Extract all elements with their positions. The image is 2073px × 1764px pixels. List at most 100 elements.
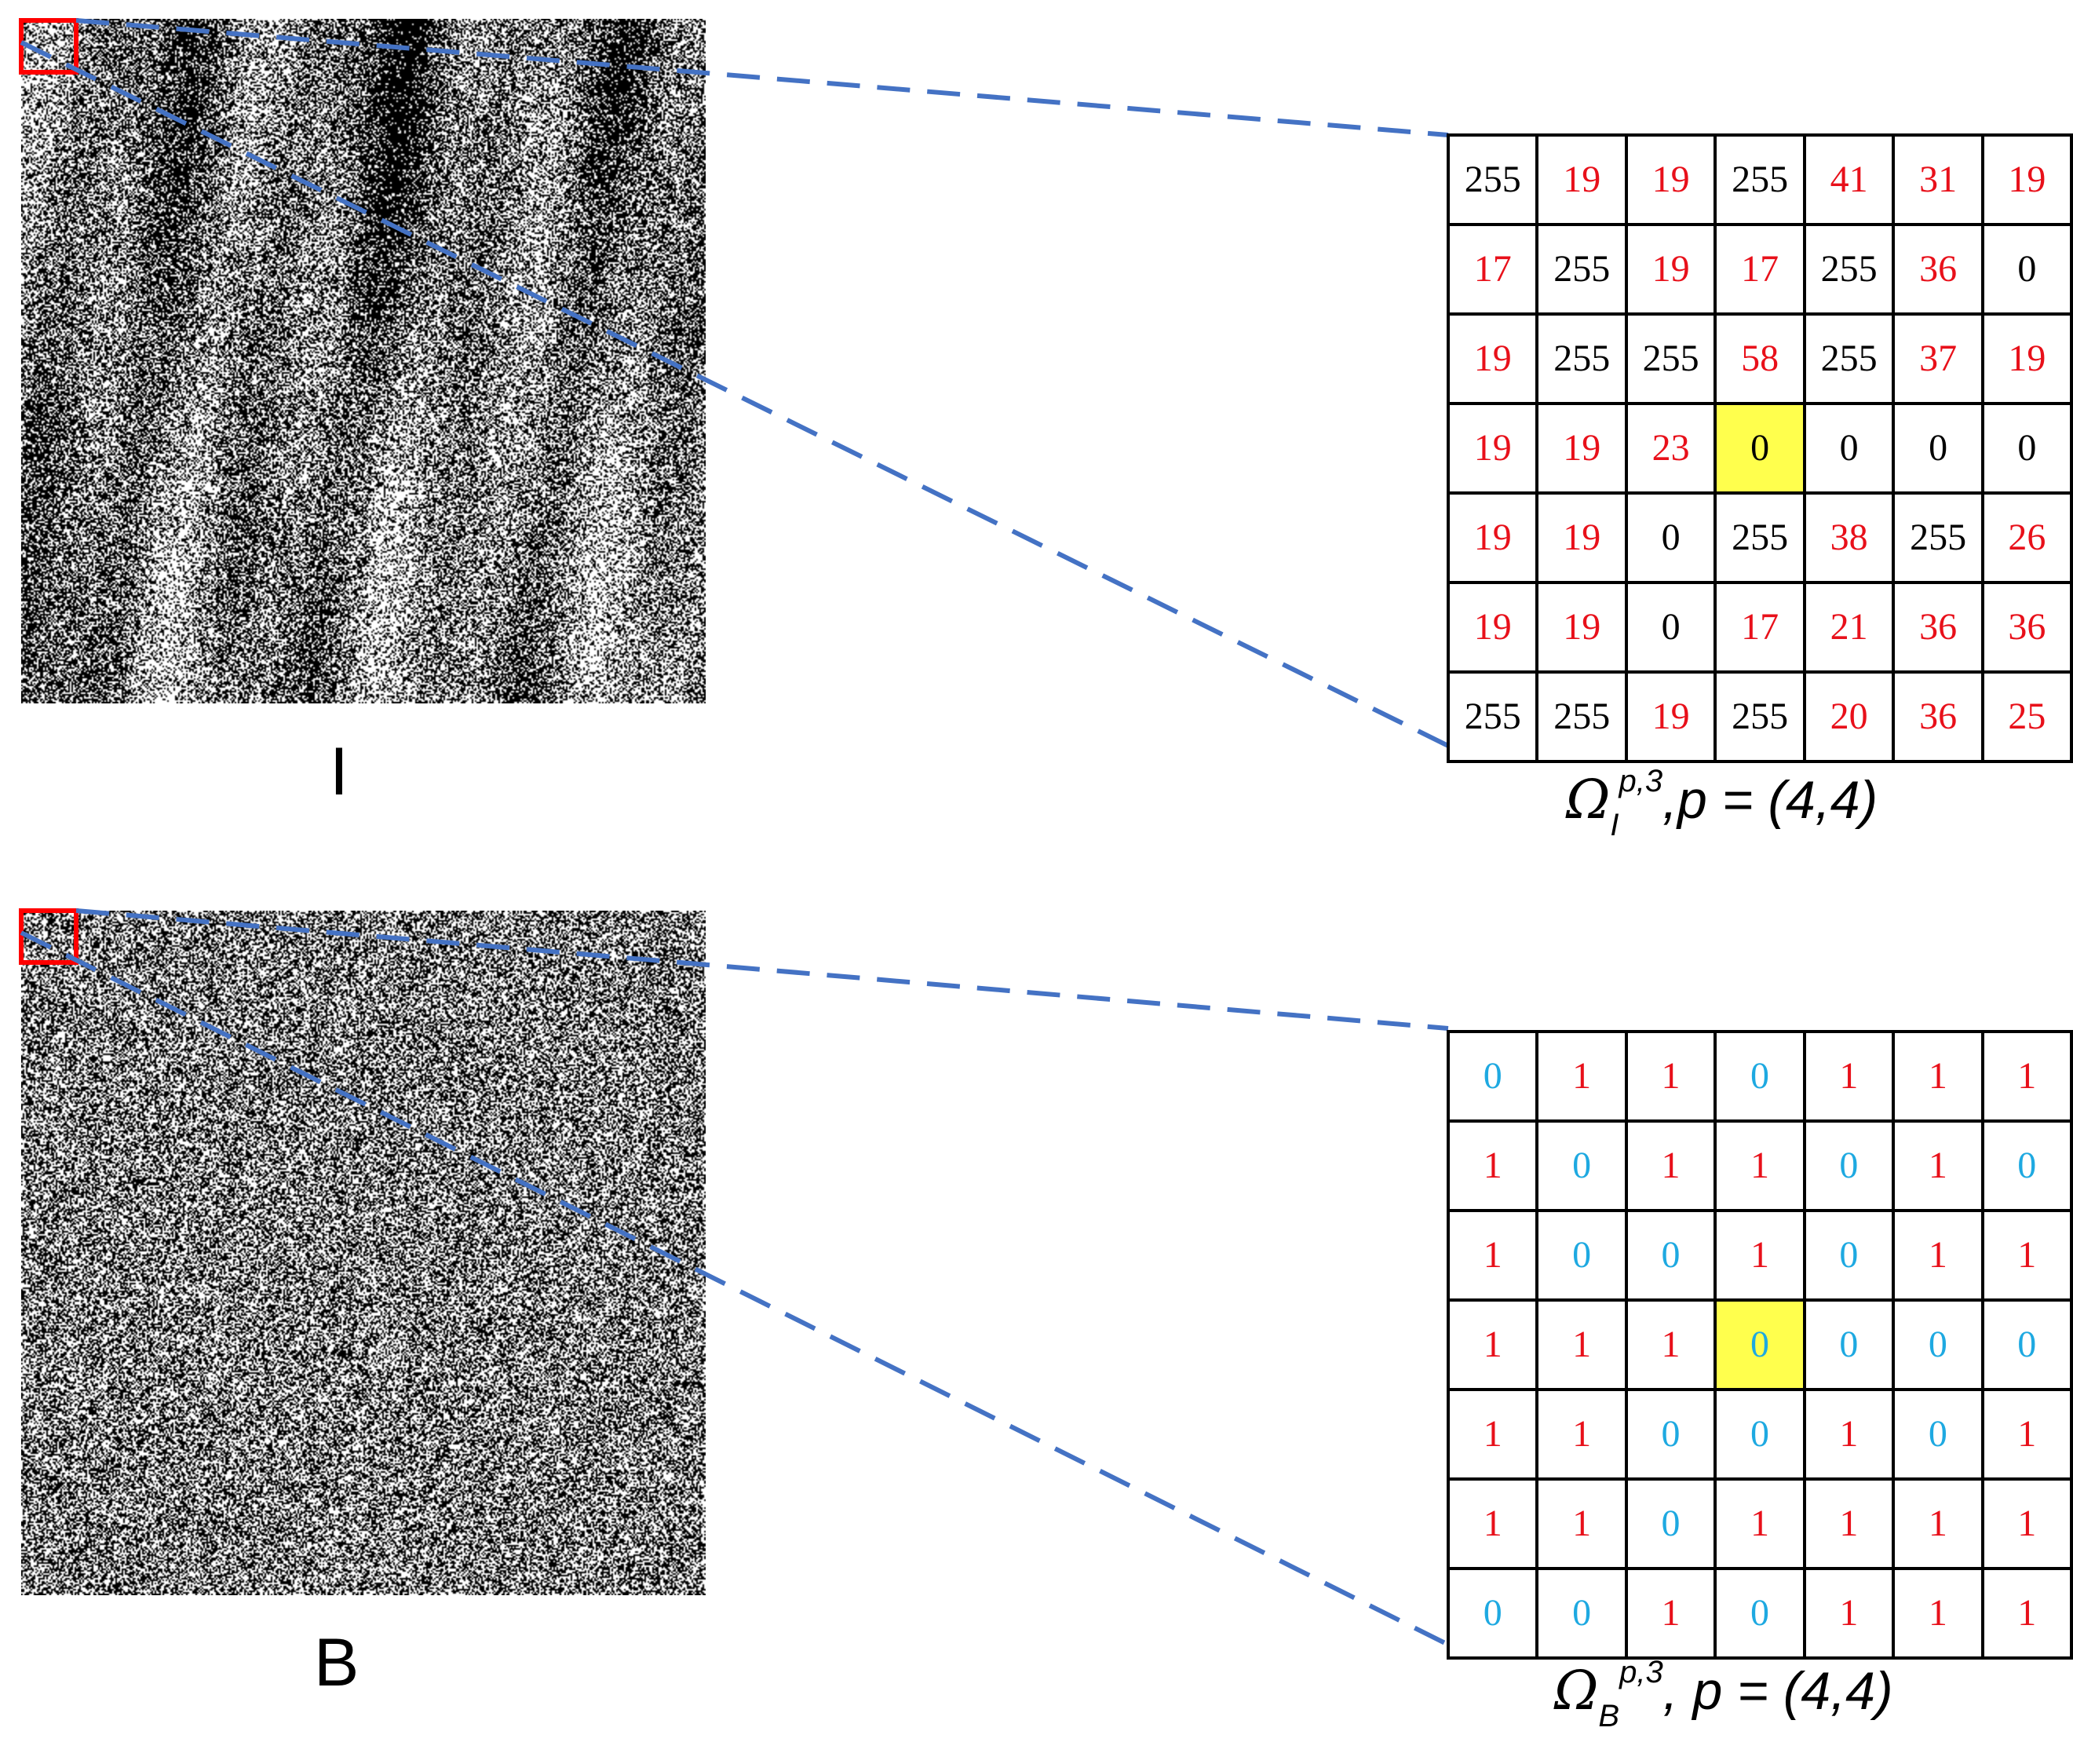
caption-superscript: p,3	[1619, 764, 1663, 798]
caption-symbol: Ω	[1554, 1660, 1599, 1722]
grid-cell: 255	[1535, 312, 1628, 405]
grid-cell: 255	[1446, 133, 1539, 226]
grid-cell: 19	[1624, 133, 1717, 226]
grid-cell: 19	[1624, 670, 1717, 763]
grid-cell: 255	[1535, 223, 1628, 316]
grid-cell: 0	[1624, 1209, 1717, 1302]
caption-text: , p = (4,4)	[1662, 1661, 1893, 1721]
grid-cell: 26	[1980, 491, 2073, 584]
noisy-image-i	[21, 19, 706, 703]
grid-cell: 37	[1892, 312, 1984, 405]
grid-cell: 1	[1892, 1209, 1984, 1302]
grid-cell: 0	[1802, 1209, 1896, 1302]
grid-cell: 0	[1714, 1567, 1806, 1660]
grid-cell: 25	[1980, 670, 2073, 763]
grid-cell: 21	[1802, 581, 1896, 674]
grid-cell: 1	[1535, 1388, 1628, 1481]
grid-cell: 0	[1535, 1567, 1628, 1660]
grid-cell: 1	[1980, 1388, 2073, 1481]
grid-cell: 0	[1802, 402, 1896, 495]
grid-cell: 255	[1892, 491, 1984, 584]
grid-cell: 0	[1446, 1567, 1539, 1660]
grid-cell: 255	[1446, 670, 1539, 763]
grid-cell-highlighted: 0	[1714, 1298, 1806, 1391]
grid-cell: 38	[1802, 491, 1896, 584]
grid-cell: 0	[1980, 402, 2073, 495]
grid-cell: 1	[1980, 1567, 2073, 1660]
grid-cell: 58	[1714, 312, 1806, 405]
grid-cell: 1	[1802, 1388, 1896, 1481]
grid-cell: 1	[1446, 1298, 1539, 1391]
grid-cell: 19	[1535, 581, 1628, 674]
connector-line-bottom-upper	[75, 908, 1449, 1031]
grid-cell: 1	[1535, 1477, 1628, 1570]
grid-cell: 0	[1624, 1477, 1717, 1570]
grid-cell: 1	[1624, 1567, 1717, 1660]
grid-cell: 23	[1624, 402, 1717, 495]
grid-cell: 0	[1714, 1388, 1806, 1481]
grid-cell: 1	[1446, 1209, 1539, 1302]
grid-cell: 0	[1980, 1119, 2073, 1212]
grid-cell: 0	[1802, 1119, 1896, 1212]
grid-cell: 255	[1714, 491, 1806, 584]
grid-cell: 0	[1535, 1119, 1628, 1212]
grid-cell: 19	[1446, 312, 1539, 405]
grid-cell: 1	[1892, 1567, 1984, 1660]
grid-cell: 255	[1714, 133, 1806, 226]
image-label-i: I	[330, 734, 349, 809]
grid-cell: 17	[1714, 581, 1806, 674]
grid-cell: 19	[1535, 491, 1628, 584]
grid-cell: 19	[1980, 133, 2073, 226]
grid-cell: 1	[1714, 1209, 1806, 1302]
grid-cell: 17	[1446, 223, 1539, 316]
grid-cell-highlighted: 0	[1714, 402, 1806, 495]
grid-cell: 0	[1892, 402, 1984, 495]
caption-subscript: B	[1598, 1699, 1620, 1733]
caption-superscript: p,3	[1619, 1655, 1663, 1689]
grid-cell: 19	[1535, 133, 1628, 226]
grid-cell: 1	[1980, 1477, 2073, 1570]
grid-cell: 1	[1535, 1030, 1628, 1123]
caption-text: ,p = (4,4)	[1662, 770, 1878, 830]
grid-cell: 0	[1535, 1209, 1628, 1302]
grid-cell: 1	[1714, 1477, 1806, 1570]
binary-image-b	[21, 911, 706, 1595]
grid-cell: 0	[1624, 581, 1717, 674]
grid-cell: 31	[1892, 133, 1984, 226]
caption-omega-i: ΩIp,3,p = (4,4)	[1566, 765, 1878, 841]
grid-cell: 255	[1714, 670, 1806, 763]
grid-cell: 19	[1446, 581, 1539, 674]
connector-line-bottom-lower	[20, 930, 1450, 1647]
caption-subscript: I	[1610, 808, 1619, 842]
grid-cell: 0	[1980, 1298, 2073, 1391]
grid-cell: 1	[1980, 1209, 2073, 1302]
grid-cell: 1	[1802, 1030, 1896, 1123]
caption-symbol: Ω	[1566, 769, 1611, 831]
grid-cell: 17	[1714, 223, 1806, 316]
grid-cell: 36	[1892, 581, 1984, 674]
grid-cell: 255	[1624, 312, 1717, 405]
roi-box-top	[19, 18, 78, 75]
grid-cell: 0	[1624, 491, 1717, 584]
grid-cell: 1	[1892, 1030, 1984, 1123]
grid-cell: 1	[1624, 1298, 1717, 1391]
grid-cell: 36	[1892, 223, 1984, 316]
grid-cell: 1	[1446, 1119, 1539, 1212]
connector-line-top-upper	[75, 18, 1449, 137]
grid-cell: 1	[1624, 1030, 1717, 1123]
grid-cell: 1	[1714, 1119, 1806, 1212]
